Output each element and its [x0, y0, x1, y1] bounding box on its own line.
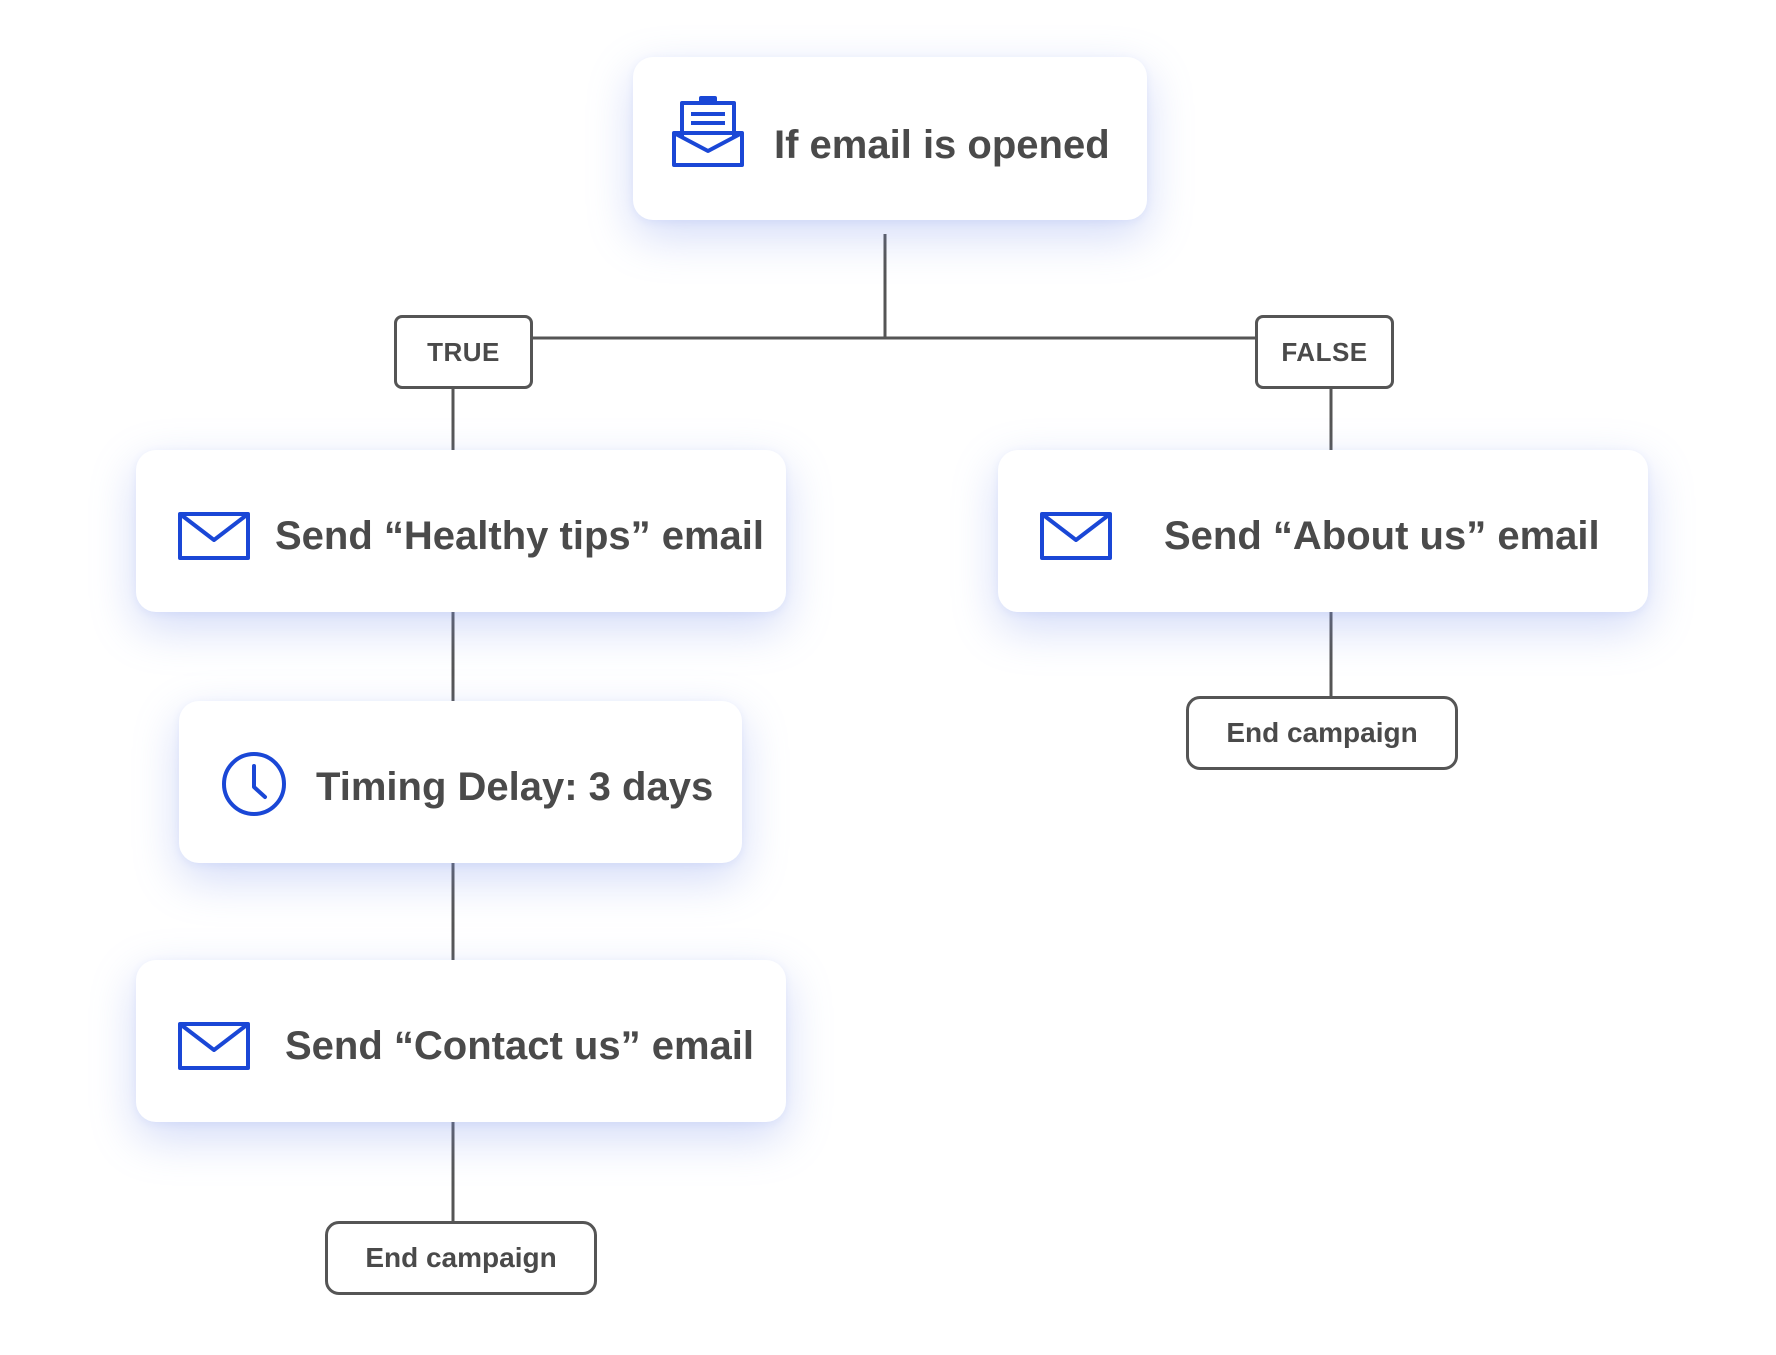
send-about-us-card[interactable]: Send “About us” email [998, 450, 1648, 612]
envelope-icon [1040, 512, 1112, 560]
send-healthy-tips-label: Send “Healthy tips” email [275, 514, 765, 558]
trigger-label: If email is opened [774, 123, 1110, 167]
envelope-icon [178, 1022, 250, 1070]
false-branch-tag: FALSE [1255, 315, 1394, 389]
send-about-us-label: Send “About us” email [1164, 514, 1600, 558]
envelope-icon [178, 512, 250, 560]
timing-delay-label: Timing Delay: 3 days [316, 765, 714, 809]
end-campaign-false-node[interactable]: End campaign [1186, 696, 1458, 770]
send-contact-us-card[interactable]: Send “Contact us” email [136, 960, 786, 1122]
send-healthy-tips-card[interactable]: Send “Healthy tips” email [136, 450, 786, 612]
trigger-card-email-opened[interactable]: If email is opened [633, 57, 1147, 220]
end-campaign-true-node[interactable]: End campaign [325, 1221, 597, 1295]
send-contact-us-label: Send “Contact us” email [285, 1024, 754, 1068]
open-envelope-icon [672, 96, 744, 167]
true-branch-tag: TRUE [394, 315, 533, 389]
clock-icon [222, 752, 286, 816]
timing-delay-card[interactable]: Timing Delay: 3 days [179, 701, 742, 863]
